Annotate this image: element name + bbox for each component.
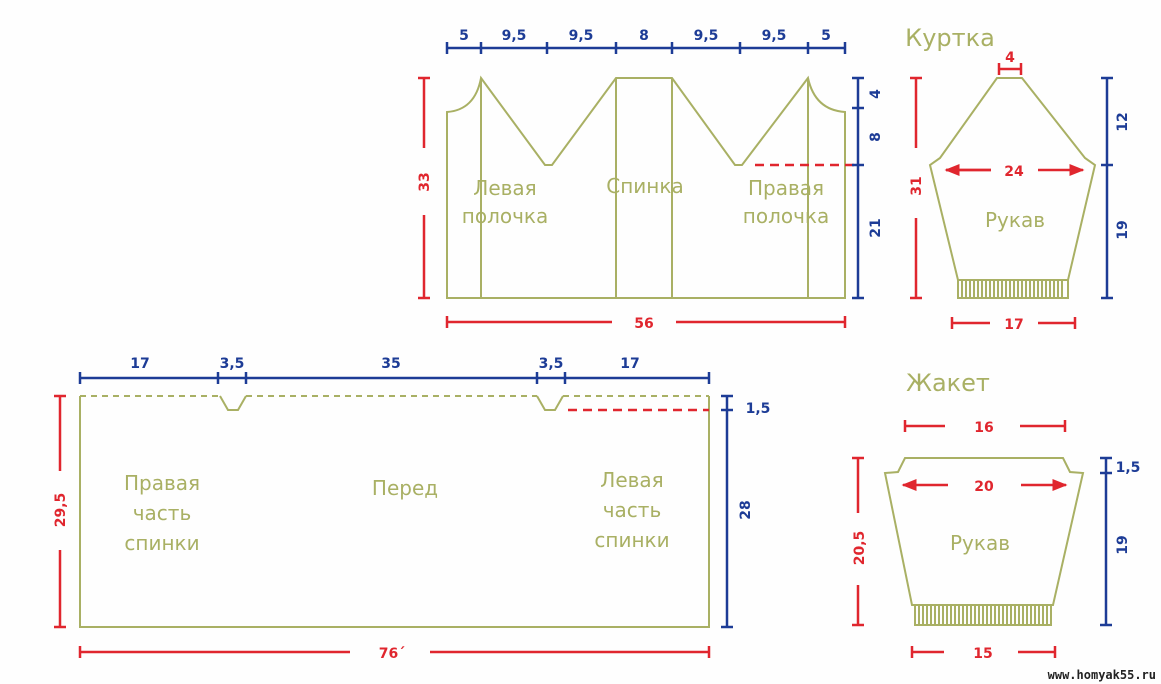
dim-label: 8 [868, 132, 884, 142]
label-left-front: Левая [473, 176, 536, 200]
dim-label: 1,5 [1116, 460, 1141, 476]
dim-label: 9,5 [502, 28, 527, 44]
dim-label: 17 [130, 356, 149, 372]
kurtka-width-dimension: 56 [445, 316, 847, 332]
dim-label: 9,5 [569, 28, 594, 44]
kurtka-height-dimension: 33 [417, 76, 433, 300]
kurtka-top-dimension: 5 9,5 9,5 8 9,5 9,5 5 [445, 28, 847, 54]
label-left-back: Левая [600, 468, 663, 492]
dim-label: 35 [381, 356, 400, 372]
dim-label: 17 [1004, 317, 1023, 333]
label-back: Спинка [606, 174, 683, 198]
dim-label: 9,5 [694, 28, 719, 44]
dim-label: 3,5 [539, 356, 564, 372]
neck-notch [219, 395, 564, 411]
dim-label: 76´ [379, 646, 405, 662]
kurtka-body-piece: Левая полочка Спинка Правая полочка 5 9,… [417, 28, 884, 332]
kurtka-sleeve-piece: Рукав 4 24 17 31 12 19 [909, 50, 1131, 333]
dim-label: 5 [459, 28, 469, 44]
zhaket-sleeve-piece: Рукав 16 20 15 20,5 1,5 19 [852, 420, 1140, 662]
dim-label: 31 [909, 176, 925, 195]
zhaket-title: Жакет [906, 369, 990, 397]
dim-label: 15 [973, 646, 992, 662]
sleeve-label: Рукав [985, 208, 1045, 232]
dim-label: 4 [868, 89, 884, 99]
kurtka-title: Куртка [905, 24, 995, 52]
dim-label: 9,5 [762, 28, 787, 44]
dim-label: 5 [821, 28, 831, 44]
dim-label: 19 [1115, 220, 1131, 239]
dim-label: 12 [1115, 112, 1131, 131]
dim-label: 3,5 [220, 356, 245, 372]
sleeve-outline [883, 457, 1085, 606]
dim-label: 19 [1115, 535, 1131, 554]
label-left-back-3: спинки [594, 528, 669, 552]
dim-label: 1,5 [746, 401, 771, 417]
zhaket-body-outline [79, 396, 710, 628]
dim-label: 20,5 [852, 531, 868, 566]
label-right-back: Правая [124, 471, 200, 495]
zhaket-body-piece: Правая часть спинки Перед Левая часть сп… [53, 356, 770, 662]
sleeve-label: Рукав [950, 531, 1010, 555]
label-right-back-3: спинки [124, 531, 199, 555]
dim-label: 4 [1005, 50, 1015, 66]
watermark: www.homyak55.ru [1048, 668, 1156, 682]
dim-label: 56 [634, 316, 653, 332]
dim-label: 28 [738, 500, 754, 519]
label-right-back-2: часть [133, 501, 192, 525]
dim-label: 33 [417, 172, 433, 191]
dim-label: 16 [974, 420, 993, 436]
dim-label: 24 [1004, 164, 1024, 180]
kurtka-right-dimension: 4 8 21 [852, 76, 884, 300]
label-right-front-2: полочка [743, 204, 829, 228]
label-right-front: Правая [748, 176, 824, 200]
label-left-back-2: часть [603, 498, 662, 522]
label-front: Перед [372, 476, 438, 500]
dim-label: 20 [974, 479, 994, 495]
dim-label: 21 [868, 218, 884, 237]
dim-label: 17 [620, 356, 639, 372]
zhaket-top-dimension: 17 3,5 35 3,5 17 [78, 356, 711, 384]
label-left-front-2: полочка [462, 204, 548, 228]
dim-label: 8 [639, 28, 649, 44]
dim-label: 29,5 [53, 493, 69, 528]
